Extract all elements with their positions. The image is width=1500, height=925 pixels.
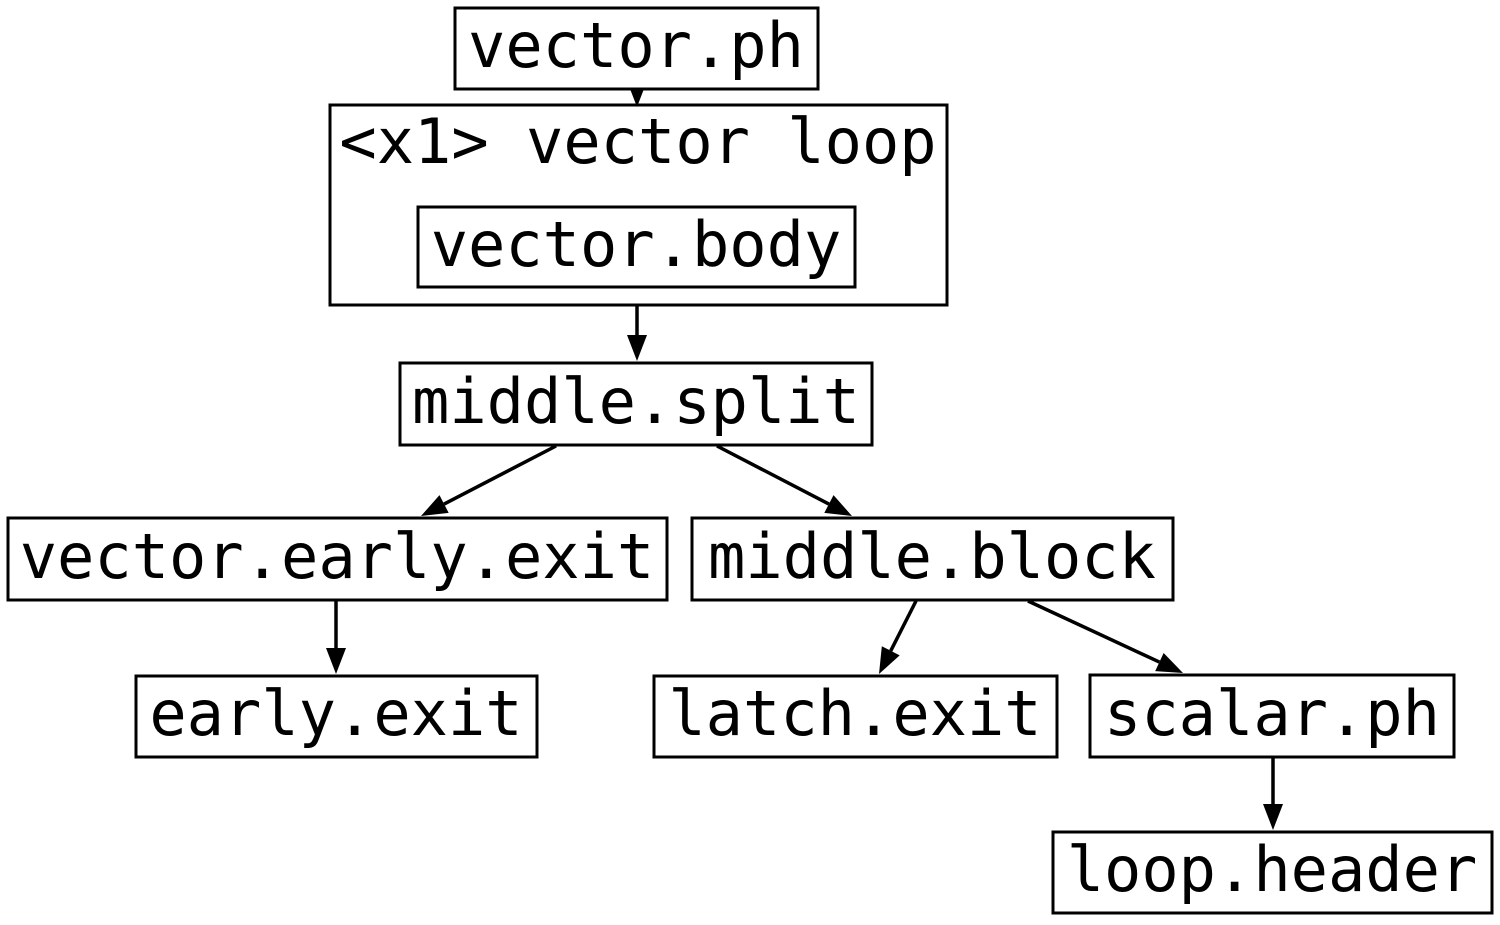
edge-shaft bbox=[1027, 599, 1161, 664]
edge-shaft bbox=[889, 600, 918, 652]
edge-e4 bbox=[716, 444, 852, 516]
nodes-group: vector.ph vector.body middle.split vector.e… bbox=[6, 6, 1494, 915]
node-label: loop.header bbox=[1067, 833, 1478, 906]
node-box bbox=[690, 516, 1175, 602]
edge-shaft bbox=[443, 444, 557, 506]
node-box bbox=[134, 674, 539, 759]
node-box bbox=[398, 361, 874, 447]
node-label: vector.early.exit bbox=[20, 520, 655, 593]
node-label: vector.ph bbox=[468, 9, 804, 82]
edge-e8 bbox=[1263, 758, 1283, 830]
arrowhead-icon bbox=[879, 646, 900, 674]
node-label: middle.split bbox=[412, 365, 860, 438]
cluster-label: <x1> vector loop bbox=[339, 105, 936, 178]
arrowhead-icon bbox=[824, 495, 852, 516]
edge-shaft bbox=[716, 444, 830, 506]
node-vector-ph[interactable]: vector.ph bbox=[453, 6, 820, 91]
node-loop-header[interactable]: loop.header bbox=[1051, 830, 1494, 915]
edge-e2 bbox=[627, 305, 647, 361]
node-label: early.exit bbox=[149, 677, 522, 750]
node-box bbox=[453, 6, 820, 91]
edge-e3 bbox=[421, 444, 557, 516]
arrowhead-icon bbox=[1155, 652, 1183, 673]
edges-group bbox=[326, 81, 1283, 830]
node-vector-early-exit[interactable]: vector.early.exit bbox=[6, 516, 669, 602]
arrowhead-icon bbox=[421, 495, 449, 516]
node-box bbox=[652, 674, 1059, 759]
node-middle-block[interactable]: middle.block bbox=[690, 516, 1175, 602]
node-box bbox=[6, 516, 669, 602]
arrowhead-icon bbox=[1263, 804, 1283, 830]
edge-e6 bbox=[879, 600, 918, 674]
edge-e7 bbox=[1027, 599, 1183, 673]
node-label: latch.exit bbox=[668, 677, 1041, 750]
node-early-exit[interactable]: early.exit bbox=[134, 674, 539, 759]
node-vector-body[interactable]: vector.body bbox=[416, 205, 857, 289]
node-label: scalar.ph bbox=[1104, 677, 1440, 750]
node-box bbox=[1088, 673, 1456, 759]
node-label: vector.body bbox=[431, 208, 842, 281]
node-box bbox=[416, 205, 857, 289]
node-middle-split[interactable]: middle.split bbox=[398, 361, 874, 447]
arrowhead-icon bbox=[326, 648, 346, 674]
node-box bbox=[1051, 830, 1494, 915]
node-latch-exit[interactable]: latch.exit bbox=[652, 674, 1059, 759]
arrowhead-icon bbox=[627, 335, 647, 361]
edge-e5 bbox=[326, 601, 346, 674]
node-label: middle.block bbox=[708, 520, 1156, 593]
node-scalar-ph[interactable]: scalar.ph bbox=[1088, 673, 1456, 759]
